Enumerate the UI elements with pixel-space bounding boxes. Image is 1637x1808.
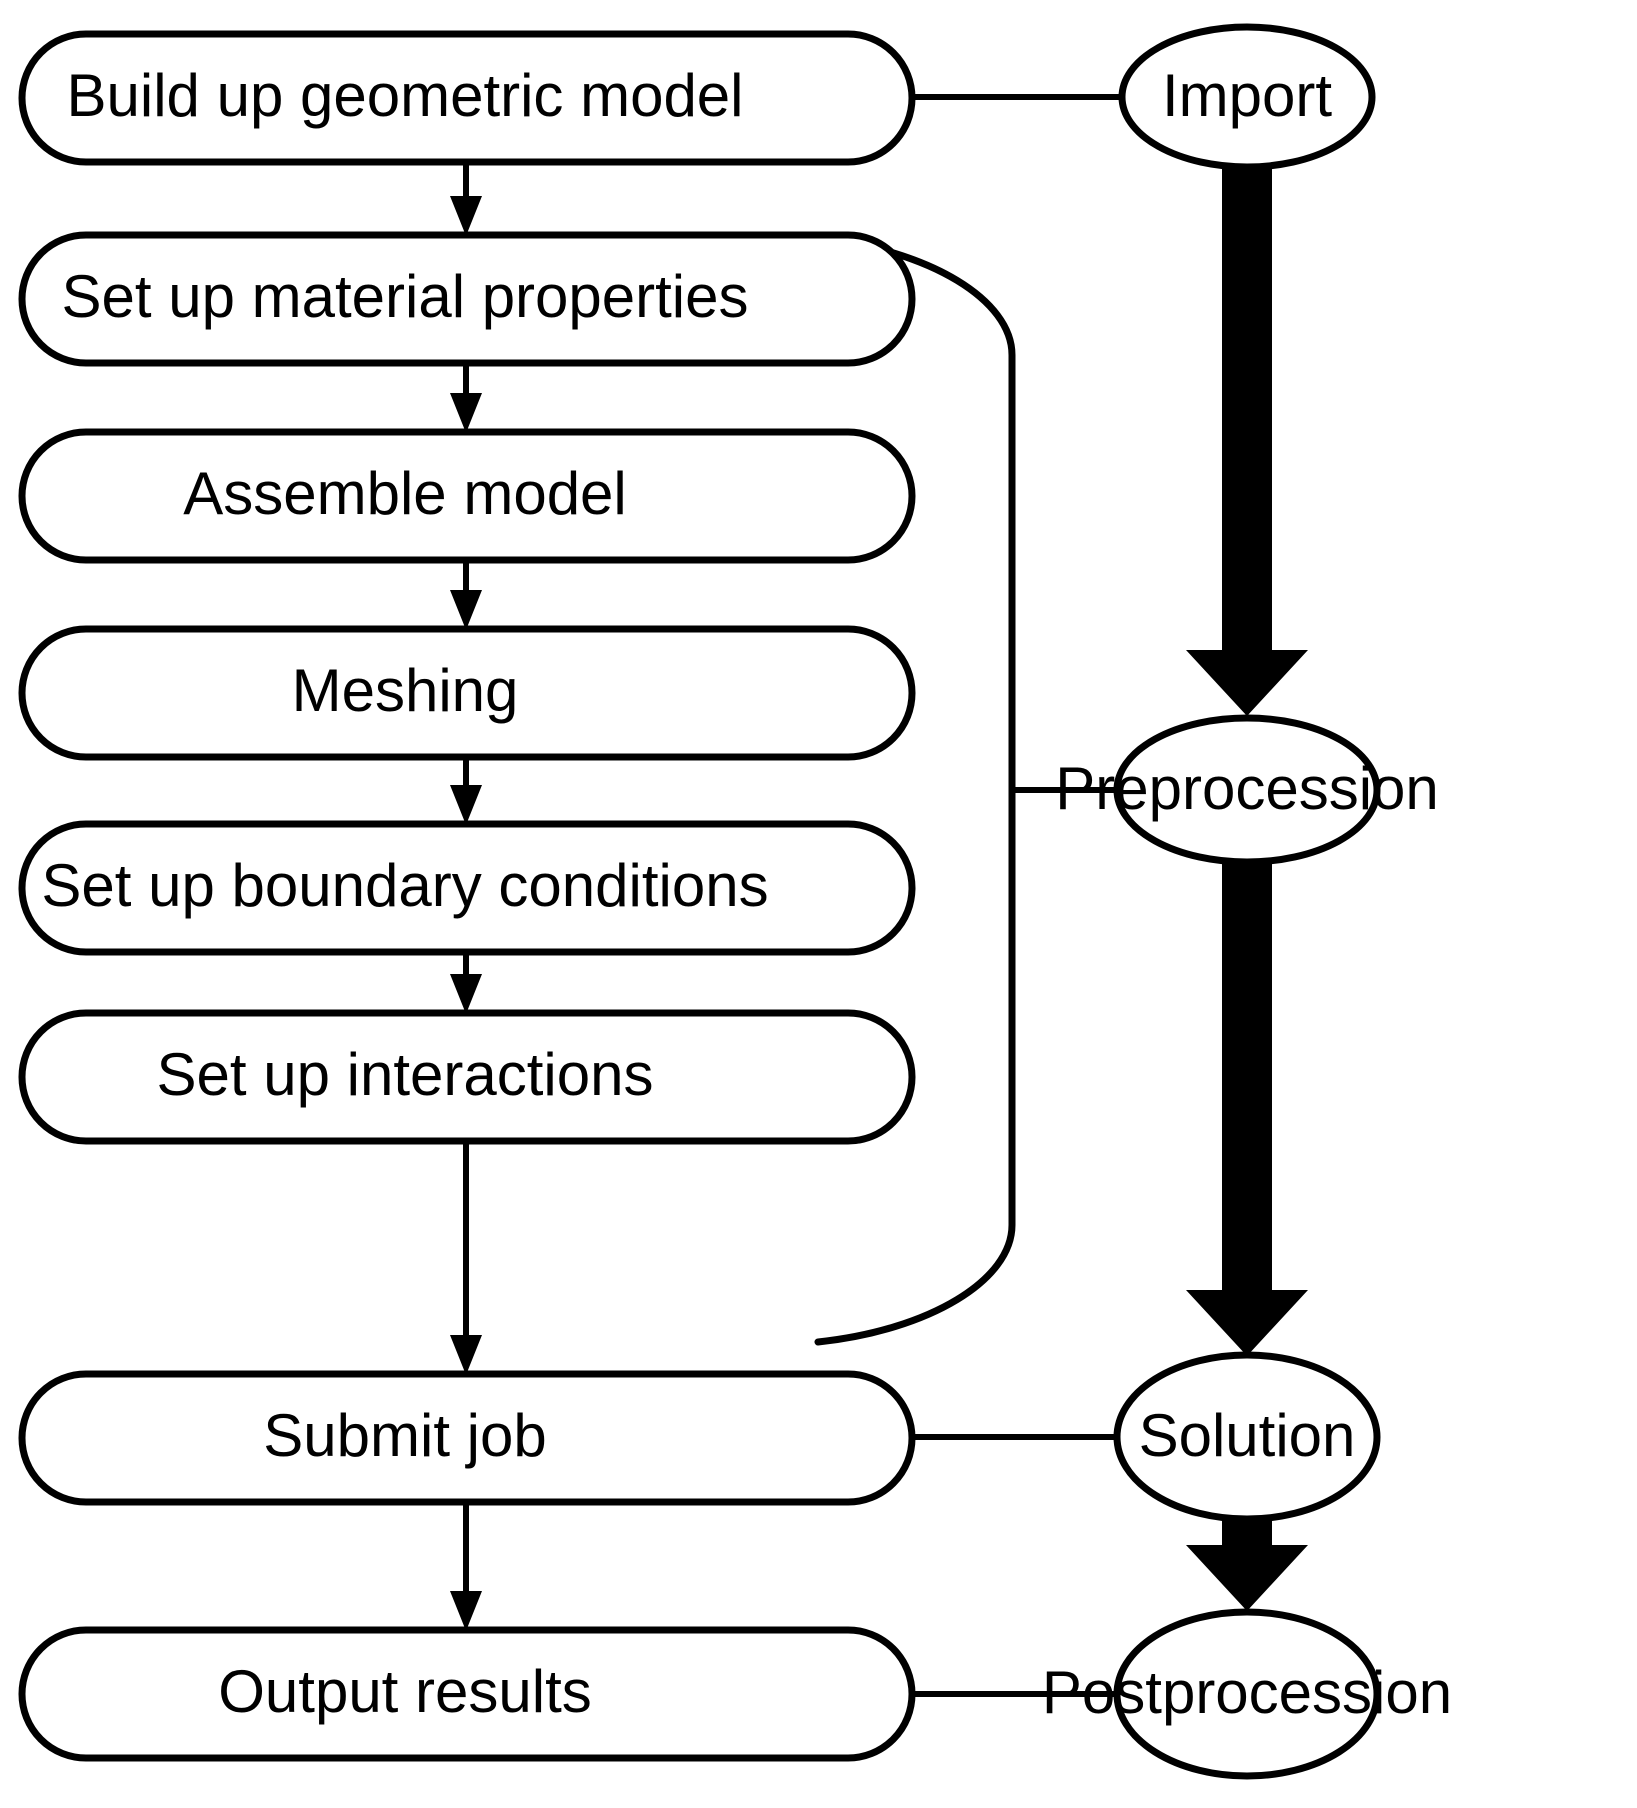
step-box[interactable] xyxy=(18,231,916,367)
thick-arrow-import-to-preprocession xyxy=(1186,150,1308,716)
stage-label: Solution xyxy=(1139,1402,1356,1469)
step-node-set-up-boundary-conditions[interactable]: Set up boundary conditions xyxy=(18,820,916,956)
stage-ellipse[interactable] xyxy=(1113,1608,1381,1780)
arrow-interactions-to-submit xyxy=(450,1142,482,1375)
arrow-boundary-to-interactions xyxy=(450,953,482,1014)
arrow-meshing-to-boundary xyxy=(450,758,482,825)
step-label: Set up interactions xyxy=(157,1041,654,1108)
stage-label: Postprocession xyxy=(1042,1659,1452,1726)
arrow-assemble-to-meshing xyxy=(450,561,482,630)
step-flow-arrows xyxy=(450,163,482,1631)
step-label: Assemble model xyxy=(183,460,627,527)
arrow-build-to-material xyxy=(450,163,482,236)
thick-arrow-solution-to-postprocession xyxy=(1186,1500,1308,1611)
step-node-assemble-model[interactable]: Assemble model xyxy=(18,428,916,564)
stage-flow-arrows xyxy=(1186,150,1308,1611)
step-box[interactable] xyxy=(18,1626,916,1762)
step-label: Set up material properties xyxy=(61,263,748,330)
arrow-submit-to-output xyxy=(450,1503,482,1631)
step-label: Output results xyxy=(218,1658,592,1725)
step-label: Build up geometric model xyxy=(66,62,743,129)
stage-node-postprocession[interactable]: Postprocession xyxy=(1042,1608,1452,1780)
stage-node-solution[interactable]: Solution xyxy=(1113,1351,1381,1523)
stage-label: Preprocession xyxy=(1055,755,1439,822)
stage-label: Import xyxy=(1162,62,1332,129)
step-label: Meshing xyxy=(292,657,519,724)
step-box[interactable] xyxy=(18,30,916,166)
step-box[interactable] xyxy=(18,625,916,761)
step-node-meshing[interactable]: Meshing xyxy=(18,625,916,761)
thick-arrow-preprocession-to-solution xyxy=(1186,860,1308,1356)
preprocession-group-brace xyxy=(814,234,1016,1346)
step-node-set-up-material-properties[interactable]: Set up material properties xyxy=(18,231,916,367)
stage-node-import[interactable]: Import xyxy=(1118,23,1376,171)
step-box[interactable] xyxy=(18,820,916,956)
step-label: Submit job xyxy=(263,1402,546,1469)
step-node-output-results[interactable]: Output results xyxy=(18,1626,916,1762)
step-label: Set up boundary conditions xyxy=(41,852,768,919)
stage-ellipse[interactable] xyxy=(1113,714,1381,866)
arrow-material-to-assemble xyxy=(450,364,482,433)
step-box[interactable] xyxy=(18,428,916,564)
stage-ellipse[interactable] xyxy=(1118,23,1376,171)
step-box[interactable] xyxy=(18,1370,916,1506)
step-node-build-geometric-model[interactable]: Build up geometric model xyxy=(18,30,916,166)
stage-ellipse[interactable] xyxy=(1113,1351,1381,1523)
step-box[interactable] xyxy=(18,1009,916,1145)
stage-connector-lines xyxy=(912,94,1122,1697)
step-node-submit-job[interactable]: Submit job xyxy=(18,1370,916,1506)
step-node-set-up-interactions[interactable]: Set up interactions xyxy=(18,1009,916,1145)
stage-node-preprocession[interactable]: Preprocession xyxy=(1055,714,1439,866)
